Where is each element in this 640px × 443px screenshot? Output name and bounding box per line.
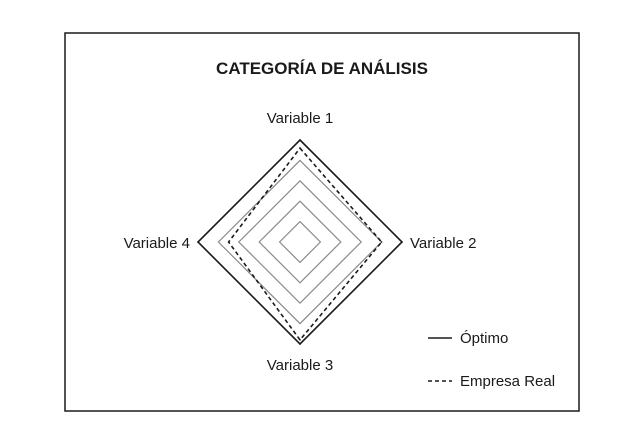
series-polygons xyxy=(196,138,404,346)
chart-border xyxy=(64,32,580,412)
axis-label-variable-1: Variable 1 xyxy=(267,110,333,127)
point-optimo-2 xyxy=(401,241,403,243)
legend-label-empresa-real: Empresa Real xyxy=(460,373,555,390)
legend: Óptimo Empresa Real xyxy=(428,330,555,390)
point-optimo-4 xyxy=(197,241,199,243)
grid-ring-2 xyxy=(258,200,342,284)
point-empresa-real-3 xyxy=(299,339,301,341)
grid-ring-3 xyxy=(237,179,363,305)
point-empresa-real-1 xyxy=(299,147,301,149)
legend-label-optimo: Óptimo xyxy=(460,330,508,347)
point-empresa-real-4 xyxy=(227,241,230,243)
axis-label-variable-4: Variable 4 xyxy=(124,235,190,252)
axis-label-variable-2: Variable 2 xyxy=(410,235,476,252)
point-optimo-1 xyxy=(299,139,301,141)
axis-label-variable-3: Variable 3 xyxy=(267,357,333,374)
point-optimo-3 xyxy=(299,343,301,345)
point-empresa-real-2 xyxy=(380,241,383,243)
grid-rings xyxy=(217,159,383,325)
chart-title: CATEGORÍA DE ANÁLISIS xyxy=(216,59,428,78)
grid-ring-4 xyxy=(217,159,383,325)
grid-ring-1 xyxy=(278,220,322,264)
